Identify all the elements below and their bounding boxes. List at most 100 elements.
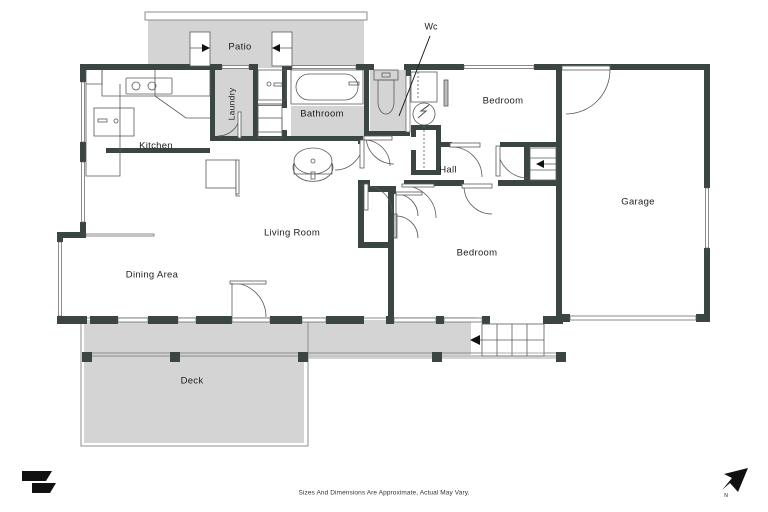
- floor-fills: [84, 16, 471, 443]
- counter-top-run: [85, 70, 103, 85]
- window-south-c: [231, 317, 271, 323]
- deck-post-3: [298, 352, 308, 362]
- water-heater-symbol: [417, 104, 430, 119]
- wall-closet-top: [411, 125, 441, 130]
- window-north-bath: [291, 65, 357, 69]
- deck-slab-fill-lower: [84, 320, 304, 443]
- wall-hall-bottom-a: [358, 180, 370, 186]
- wall-hall-step-right: [556, 146, 562, 180]
- patio-openings: [189, 31, 293, 67]
- deck-post-5: [556, 352, 566, 362]
- wall-laundry-right: [253, 64, 258, 140]
- wall-bed2-vert: [388, 186, 394, 316]
- deck-post-4: [432, 352, 442, 362]
- bath-door-leaf: [359, 139, 365, 169]
- bed1-door-swing: [451, 146, 483, 178]
- wall-bed1-bottom-b: [500, 142, 562, 147]
- stairs-arrow-head: [470, 335, 480, 345]
- room-label-living-room: Living Room: [264, 228, 320, 239]
- deck-door-swing: [231, 282, 267, 318]
- wall-hall-bottom-c: [498, 180, 562, 186]
- hall-doors: [363, 145, 529, 215]
- counter-back-run: [101, 70, 156, 97]
- bathtub-tap: [348, 81, 360, 86]
- patio-jamb-left: [189, 31, 211, 67]
- counter-corner: [155, 70, 211, 97]
- water-heater-circle: [412, 102, 436, 126]
- patio-arrow-head-left: [202, 44, 210, 52]
- hall-bed2-door-swing: [497, 147, 529, 179]
- bed2-closet-swing-b: [395, 215, 419, 239]
- wall-closet-left: [411, 125, 416, 137]
- wall-north-bed1-a: [404, 64, 464, 70]
- cooktop-burner-right: [147, 81, 157, 91]
- closet-rail: [443, 79, 449, 107]
- wall-south-d: [196, 316, 232, 324]
- main-stairs: [478, 323, 545, 357]
- room-label-bathroom: Bathroom: [300, 109, 344, 120]
- fixtures-layer: [85, 31, 611, 359]
- laundry-tap: [273, 82, 283, 87]
- bath-door-swing: [334, 141, 364, 171]
- room-label-bedroom-1: Bedroom: [483, 96, 524, 107]
- garage-door-panel: [569, 315, 697, 321]
- deck-door: [229, 280, 267, 318]
- laundry-fixtures: [217, 69, 287, 139]
- wall-laundry-bath: [282, 64, 287, 108]
- north-arrow-icon: N: [722, 468, 748, 499]
- sink-basin: [125, 77, 173, 95]
- laundry-door-leaf: [237, 111, 242, 139]
- wall-west-lower: [80, 222, 86, 238]
- wall-south-h: [436, 316, 444, 324]
- wall-west-jog-horizontal: [57, 232, 86, 238]
- bedroom2-closet: [393, 183, 437, 239]
- laundry-tub-drain: [266, 81, 272, 87]
- hall-door-swing-right: [463, 185, 493, 215]
- wall-bed2-right: [556, 186, 562, 320]
- bath-vanity-basin: [292, 162, 334, 182]
- bathtub-inner: [295, 73, 359, 101]
- wc-door-swing2: [363, 139, 391, 167]
- deck-posts: [82, 352, 566, 362]
- bed2-door-leaf: [401, 183, 435, 188]
- bedroom1-door: [449, 142, 483, 178]
- bathroom-floor-fill: [291, 106, 364, 138]
- room-label-deck: Deck: [181, 376, 204, 387]
- walls: [57, 64, 710, 324]
- wc-leader-line: [398, 35, 431, 117]
- patio-jamb-right: [271, 31, 293, 67]
- utility-closet: [410, 71, 449, 168]
- laundry-cupboard: [257, 117, 283, 139]
- hall-bed2-door-leaf: [495, 145, 501, 177]
- wall-south-a: [57, 316, 87, 324]
- counter-left-run: [85, 84, 121, 177]
- wall-h-kitchen-bottom: [106, 148, 210, 153]
- garage-door-swing: [565, 69, 611, 115]
- window-north-bed1: [463, 65, 535, 69]
- cooktop-burner-left: [131, 81, 141, 91]
- room-label-garage: Garage: [621, 197, 655, 208]
- north-arrow-letter: N: [724, 493, 728, 499]
- room-label-kitchen: Kitchen: [139, 141, 173, 152]
- wall-garage-right-upper: [704, 64, 710, 188]
- garage-entry-door: [561, 65, 611, 115]
- wall-wc-right-lower: [405, 69, 411, 133]
- wall-south-e: [270, 316, 302, 324]
- wall-wc-bottom: [364, 131, 410, 136]
- room-label-laundry: Laundry: [226, 87, 236, 120]
- wall-closet-left-lower: [411, 150, 416, 175]
- pantry-door-leaf: [235, 159, 240, 195]
- window-south-f: [443, 317, 483, 323]
- pantry-box: [205, 159, 237, 189]
- garage-door-leaf: [561, 65, 611, 71]
- kitchen-pantry: [205, 159, 240, 197]
- footer-disclaimer: Sizes And Dimensions Are Approximate, Ac…: [299, 490, 470, 497]
- wc-floor-fill: [370, 70, 408, 133]
- closet-shelf-upper: [410, 71, 438, 103]
- hall-door-swing-left: [365, 185, 393, 213]
- wall-north-kitchen: [80, 64, 222, 70]
- wall-garage-bottom-left: [556, 314, 570, 322]
- wall-north-bath-b: [356, 64, 364, 70]
